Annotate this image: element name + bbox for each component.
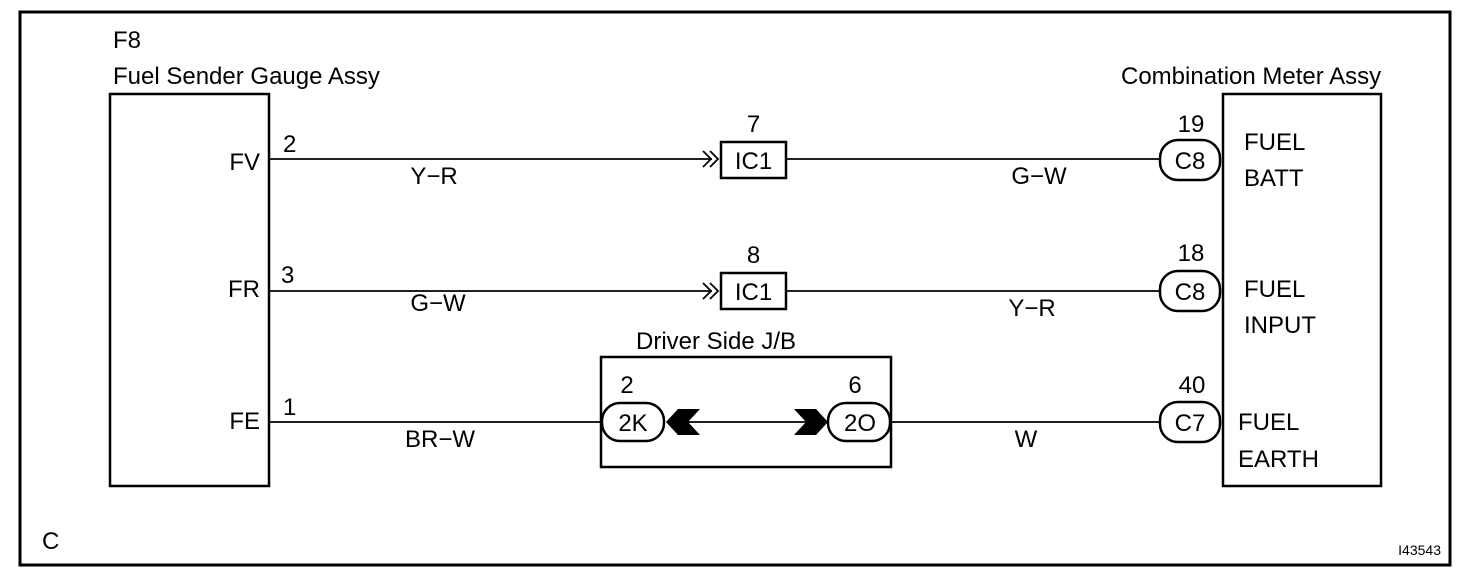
meter-connector-c8 bbox=[1158, 269, 1222, 313]
connector-arrow-icon bbox=[702, 150, 713, 168]
meter-connector-code: C8 bbox=[1175, 148, 1206, 175]
wire-color-label: W bbox=[1015, 426, 1038, 453]
inline-connector-number: 7 bbox=[747, 111, 760, 138]
meter-connector-pin-number: 19 bbox=[1178, 111, 1205, 138]
inline-connector-code: IC1 bbox=[735, 279, 772, 306]
wire-color-label: Y−R bbox=[410, 163, 457, 190]
jb-terminal-icon bbox=[666, 409, 700, 435]
meter-connector-pin-number: 40 bbox=[1179, 372, 1206, 399]
inline-connector-number: 8 bbox=[747, 242, 760, 269]
meter-pin-fuel-label: FUEL bbox=[1238, 409, 1299, 436]
pin-number-fr: 3 bbox=[281, 262, 294, 289]
wire-color-label: G−W bbox=[1011, 163, 1067, 190]
meter-pin-earth-label: EARTH bbox=[1238, 446, 1319, 473]
jb-connector-2k bbox=[600, 401, 666, 443]
left-component-name: Fuel Sender Gauge Assy bbox=[113, 63, 380, 90]
jb-connector-pin-number: 6 bbox=[848, 372, 861, 399]
jb-terminal-icon bbox=[794, 409, 828, 435]
wire-color-label: Y−R bbox=[1008, 295, 1055, 322]
right-component-name: Combination Meter Assy bbox=[1121, 63, 1381, 90]
meter-pin-batt-label: BATT bbox=[1244, 165, 1304, 192]
wire-color-label: G−W bbox=[410, 290, 466, 317]
meter-connector-code: C7 bbox=[1175, 410, 1206, 437]
pin-number-fe: 1 bbox=[283, 394, 296, 421]
pin-label-fe: FE bbox=[229, 408, 260, 435]
meter-connector-c8 bbox=[1158, 138, 1222, 182]
jb-connector-code: 2O bbox=[844, 410, 876, 437]
figure-id: I43543 bbox=[1398, 542, 1441, 558]
connector-arrow-icon bbox=[709, 282, 720, 300]
jb-connector-code: 2K bbox=[618, 410, 647, 437]
pin-number-fv: 2 bbox=[283, 131, 296, 158]
meter-connector-pin-number: 18 bbox=[1178, 240, 1205, 267]
driver-side-jb-box bbox=[599, 355, 893, 469]
meter-pin-fuel-label: FUEL bbox=[1244, 276, 1305, 303]
meter-pin-fuel-label: FUEL bbox=[1244, 129, 1305, 156]
inline-connector-ic1 bbox=[719, 140, 788, 180]
connector-arrow-icon bbox=[702, 282, 713, 300]
pin-label-fr: FR bbox=[228, 276, 260, 303]
corner-code: C bbox=[42, 528, 59, 555]
diagram-frame bbox=[18, 10, 1452, 567]
connector-arrow-icon bbox=[709, 150, 720, 168]
junction-block-name: Driver Side J/B bbox=[636, 328, 796, 355]
jb-connector-pin-number: 2 bbox=[620, 372, 633, 399]
meter-connector-code: C8 bbox=[1175, 279, 1206, 306]
meter-pin-input-label: INPUT bbox=[1244, 312, 1316, 339]
left-component-code: F8 bbox=[113, 27, 141, 54]
wire-color-label: BR−W bbox=[405, 426, 475, 453]
pin-label-fv: FV bbox=[229, 149, 260, 176]
combination-meter-box bbox=[1221, 92, 1383, 488]
meter-connector-c7 bbox=[1158, 400, 1222, 444]
fuel-sender-gauge-box bbox=[108, 92, 271, 488]
inline-connector-code: IC1 bbox=[735, 148, 772, 175]
